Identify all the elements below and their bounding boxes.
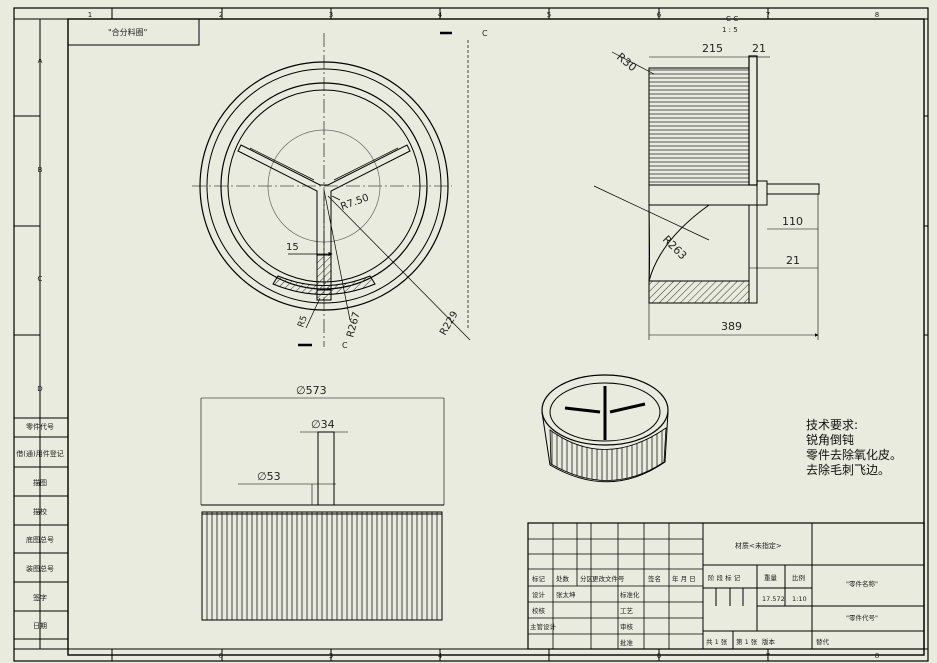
zone-letter: C xyxy=(38,275,43,283)
zone-number: 4 xyxy=(438,652,443,660)
left-column-label: 日期 xyxy=(33,622,47,630)
tb-sheet-no: 第 1 张 xyxy=(736,637,758,646)
tech-req-title: 技术要求: xyxy=(806,418,859,432)
isometric-view xyxy=(541,374,669,483)
tech-req-line: 锐角倒钝 xyxy=(806,433,855,447)
zone-number: 3 xyxy=(329,11,333,19)
zone-letter: A xyxy=(38,57,43,65)
zone-number: 6 xyxy=(657,652,662,660)
dim-r30: R30 xyxy=(614,50,639,74)
tb-review: 审核 xyxy=(620,622,634,631)
tb-standard: 标准化 xyxy=(620,590,640,599)
zone-number: 5 xyxy=(547,11,551,19)
technical-requirements: 技术要求: 锐角倒钝 零件去除氧化皮。 去除毛刺飞边。 xyxy=(806,418,916,478)
dim-r267: R267 xyxy=(345,311,362,339)
tb-stage: 阶 段 标 记 xyxy=(708,573,741,582)
zone-letter: B xyxy=(38,166,43,174)
dim-r229: R229 xyxy=(438,309,461,337)
left-column-label: 底图总号 xyxy=(26,535,54,544)
dim-dia573: ∅573 xyxy=(296,384,327,397)
tb-replaces: 替代 xyxy=(816,637,830,646)
section-label: C-C xyxy=(726,15,738,23)
zone-number: 2 xyxy=(219,11,223,19)
tb-weight-label: 重量 xyxy=(764,574,778,582)
zone-number: 8 xyxy=(875,652,879,660)
left-column-label: 描校 xyxy=(33,507,47,516)
tb-header: 更改文件号 xyxy=(592,574,625,583)
tb-part-name: "零件名称" xyxy=(846,579,878,588)
tb-material: 材质<未指定> xyxy=(735,541,782,550)
left-column-label: 装图总号 xyxy=(26,564,54,573)
zone-number: 7 xyxy=(766,652,770,660)
tb-sheets-total: 共 1 张 xyxy=(706,637,728,646)
left-column-label: 借(通)用件登记 xyxy=(16,449,63,458)
tb-approve: 批准 xyxy=(620,638,634,647)
tb-process: 工艺 xyxy=(620,607,634,615)
cut-letter: C xyxy=(482,29,488,38)
dim-dia53: ∅53 xyxy=(257,470,281,483)
dim-21-top: 21 xyxy=(752,42,766,55)
tb-design-label: 设计 xyxy=(532,590,546,599)
dim-r7-50: R7.50 xyxy=(339,192,370,212)
dim-dia34: ∅34 xyxy=(311,418,335,431)
tb-header: 签名 xyxy=(648,574,661,583)
tb-version: 版本 xyxy=(762,637,776,646)
tb-designer: 张太坤 xyxy=(556,590,576,599)
zone-number: 8 xyxy=(875,11,879,19)
left-column-label: 签字 xyxy=(33,593,47,602)
tb-weight: 17.572 xyxy=(762,595,785,603)
section-view xyxy=(593,51,820,340)
tb-part-code: "零件代号" xyxy=(846,613,878,622)
dim-389: 389 xyxy=(721,320,742,333)
left-column-label: 零件代号 xyxy=(26,422,54,431)
title-block xyxy=(527,522,925,650)
drawing-title-box: "合分料圈" xyxy=(67,18,200,46)
tb-check: 校核 xyxy=(532,606,546,615)
zone-letter: D xyxy=(37,385,42,393)
drawing-frame: 1 2 3 4 5 6 7 8 8 3 4 6 7 8 A B C D xyxy=(13,7,929,662)
zone-number: 6 xyxy=(657,11,662,19)
zone-number: 3 xyxy=(329,652,333,660)
drawing-title: "合分料圈" xyxy=(108,27,147,37)
cut-letter: C xyxy=(342,341,348,350)
dim-r5: R5 xyxy=(296,314,309,329)
left-column-label: 描图 xyxy=(33,478,47,487)
zone-number: 8 xyxy=(219,652,223,660)
tech-req-line: 零件去除氧化皮。 xyxy=(806,448,903,462)
left-column: 零件代号 借(通)用件登记 描图 描校 底图总号 装图总号 签字 日期 xyxy=(14,417,68,640)
tb-scale: 1:10 xyxy=(792,595,807,603)
tech-req-line: 去除毛刺飞边。 xyxy=(806,463,891,477)
side-view xyxy=(200,397,445,621)
dim-21-mid: 21 xyxy=(786,254,800,267)
tb-chief: 主管设计 xyxy=(530,622,557,631)
tb-header: 处数 xyxy=(556,574,570,583)
dim-r263: R263 xyxy=(660,233,689,262)
tb-header: 分区 xyxy=(580,574,594,583)
zone-number: 1 xyxy=(88,11,92,19)
dim-110: 110 xyxy=(782,215,803,228)
tb-header: 标记 xyxy=(532,574,546,583)
tb-scale-label: 比例 xyxy=(792,573,805,582)
zone-number: 7 xyxy=(766,11,770,19)
tb-header: 年 月 日 xyxy=(672,574,696,583)
dim-215: 215 xyxy=(702,42,723,55)
zone-number: 4 xyxy=(438,11,443,19)
front-view xyxy=(192,31,471,347)
section-scale: 1 : 5 xyxy=(722,26,738,34)
dim-15: 15 xyxy=(286,242,299,253)
